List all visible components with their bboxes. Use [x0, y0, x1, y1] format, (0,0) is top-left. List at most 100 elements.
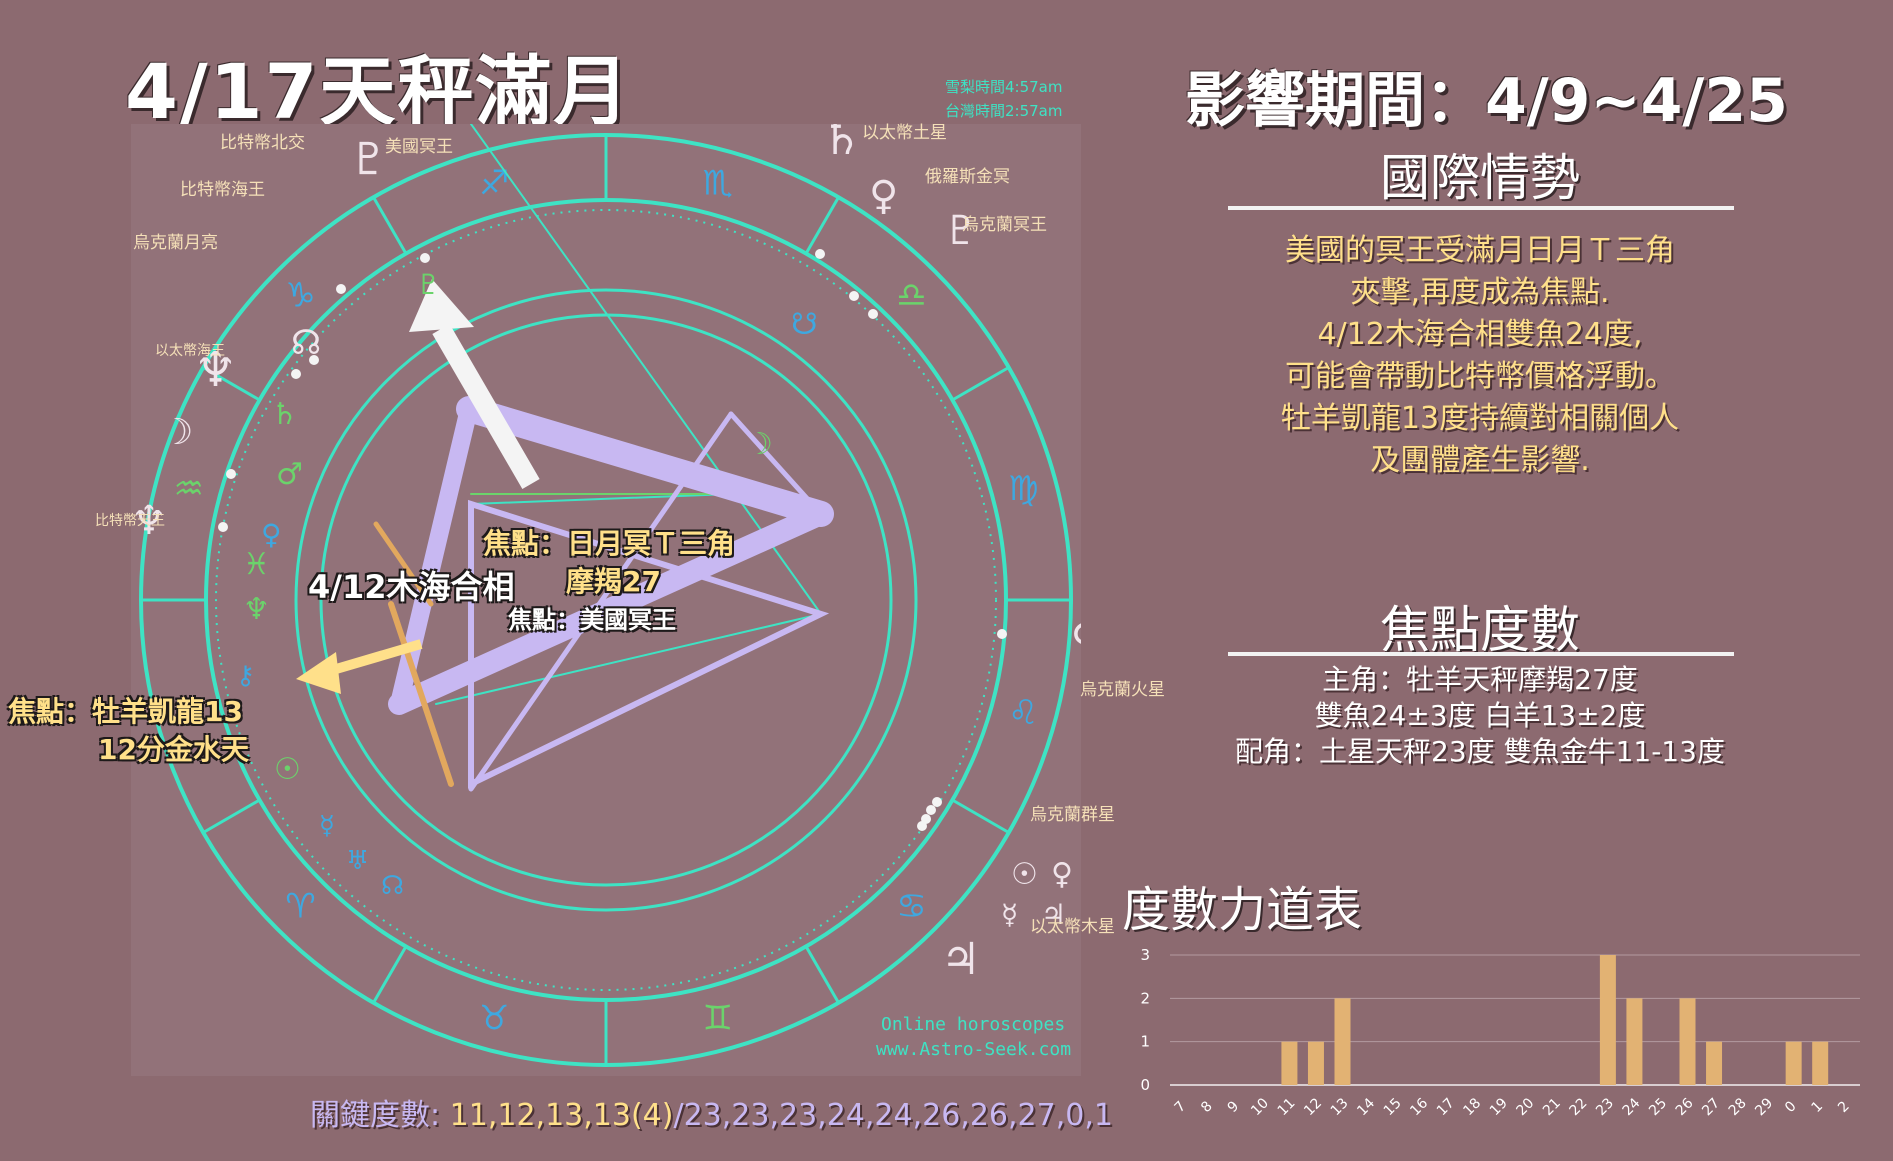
label-ukr-group: 烏克蘭群星 — [1030, 805, 1115, 825]
key-degrees-gold: 11,12,13,13(4) — [449, 1098, 674, 1133]
focus-text: 主角：牡羊天秤摩羯27度 雙魚24±3度 白羊13±2度 配角：土星天秤23度 … — [1200, 662, 1760, 770]
planet-markers — [218, 249, 1007, 831]
key-degrees-rest: /23,23,23,24,24,26,26,27,0,1 — [673, 1098, 1113, 1133]
chiron-glyph-icon: ⚷ — [236, 661, 255, 691]
sign-dividers — [141, 135, 1071, 1065]
bar-0 — [1785, 1041, 1802, 1085]
key-degrees-label: 關鍵度數: — [310, 1098, 450, 1133]
x-tick-label: 25 — [1646, 1095, 1670, 1119]
bar-11 — [1281, 1041, 1298, 1085]
x-tick-label: 24 — [1620, 1095, 1644, 1119]
callout-jupiter-neptune: 4/12木海合相 — [308, 568, 515, 606]
tsquare-triangle — [468, 499, 830, 789]
sign-divider — [372, 196, 408, 255]
intl-line: 牡羊凱龍13度持續對相關個人 — [1280, 401, 1680, 436]
callout-capricorn-27: 摩羯27 — [566, 565, 661, 598]
zodiac-sign-icon: ♒ — [173, 469, 203, 509]
us-pluto-glyph-icon: ♇ — [349, 134, 388, 185]
x-tick-label: 10 — [1248, 1095, 1272, 1119]
x-tick-label: 1 — [1809, 1098, 1827, 1116]
planet-glyphs: ♇ ☽ ♄ ♂ ♀ ♓ ♆ ⚷ ☉ ☿ ♅ ☊ ☋ ☊ ♆ ☽ ♆ ♅ ♇ ♄ … — [131, 124, 1081, 985]
x-tick-label: 15 — [1381, 1095, 1405, 1119]
label-btc-node: 比特幣北交 — [220, 133, 305, 153]
ukr-moon-glyph-icon: ☽ — [161, 412, 193, 453]
x-tick-label: 16 — [1407, 1095, 1431, 1119]
bar-23 — [1599, 955, 1616, 1085]
bar-27 — [1706, 1041, 1723, 1085]
zodiac-sign-icon: ♍ — [1008, 469, 1038, 509]
focus-heading: 焦點度數 — [1380, 601, 1580, 659]
eth-saturn-glyph-icon: ♄ — [821, 124, 862, 165]
x-tick-label: 22 — [1567, 1095, 1591, 1119]
eth-jupiter-glyph-icon: ♃ — [941, 934, 980, 985]
focus-line: 主角：牡羊天秤摩羯27度 — [1322, 663, 1638, 696]
sign-divider — [804, 196, 840, 255]
aspect-ring — [319, 313, 893, 887]
zodiac-sign-icon: ♓ — [173, 693, 203, 733]
x-tick-label: 8 — [1198, 1098, 1216, 1116]
label-btc-uranus: 比特幣天王 — [95, 513, 165, 529]
focus-divider — [1228, 652, 1734, 656]
x-tick-label: 2 — [1835, 1098, 1853, 1116]
neptune-glyph-icon: ♆ — [243, 592, 270, 627]
venus-glyph-icon: ♀ — [261, 518, 282, 551]
y-tick-label: 2 — [1140, 989, 1150, 1007]
x-tick-label: 17 — [1434, 1095, 1458, 1119]
x-tick-label: 11 — [1275, 1095, 1299, 1119]
ukr-mercury-glyph-icon: ☿ — [1001, 898, 1018, 931]
intl-divider — [1228, 206, 1734, 210]
x-tick-label: 19 — [1487, 1095, 1511, 1119]
sign-divider — [202, 366, 261, 402]
bar-1 — [1812, 1041, 1829, 1085]
uranus-glyph-icon: ♅ — [346, 846, 369, 876]
zodiac-sign-icon: ♌ — [1008, 693, 1038, 733]
callout-venus-mercury-uranus: 12分金水天 — [98, 733, 249, 766]
key-degrees: 關鍵度數: 11,12,13,13(4)/23,23,23,24,24,26,2… — [310, 1090, 1113, 1134]
x-tick-label: 13 — [1328, 1095, 1352, 1119]
aspect-lines — [373, 124, 834, 792]
x-tick-label: 9 — [1225, 1098, 1243, 1116]
horoscope-wheel: ♓♈♉♊♋♌♍♎♏♐♑♒ ♇ ☽ — [131, 124, 1081, 1067]
x-tick-label: 23 — [1593, 1095, 1617, 1119]
label-ukr-moon: 烏克蘭月亮 — [133, 233, 218, 253]
sun-moon-opposition — [388, 503, 832, 715]
intl-text: 美國的冥王受滿月日月Ｔ三角 夾擊,再度成為焦點. 4/12木海合相雙魚24度, … — [1200, 230, 1760, 482]
bar-12 — [1307, 1041, 1324, 1085]
pisces-sign-icon: ♓ — [243, 547, 270, 582]
influence-period: 影響期間：4/9~4/25 — [1185, 66, 1788, 136]
arrow-to-pluto — [409, 279, 540, 490]
bar-13 — [1334, 998, 1351, 1085]
zodiac-sign-icon: ♎ — [896, 276, 926, 316]
mercury-glyph-icon: ☿ — [319, 811, 335, 841]
ukr-sun-glyph-icon: ☉ — [1011, 857, 1038, 892]
sign-divider — [202, 798, 261, 834]
callout-tsquare: 焦點：日月冥Ｔ三角 — [483, 527, 736, 560]
callout-chiron: 焦點：牡羊凱龍13 — [8, 695, 243, 728]
intl-line: 夾擊,再度成為焦點. — [1350, 275, 1610, 310]
zodiac-sign-icon: ♑ — [285, 276, 315, 316]
degree-tick-ring — [215, 209, 997, 991]
x-tick-label: 26 — [1673, 1095, 1697, 1119]
label-ru-pluto-venus: 俄羅斯金冥 — [925, 167, 1010, 187]
taiwan-time: 台灣時間2:57am — [945, 102, 1063, 120]
zodiac-sign-icon: ♈ — [285, 886, 315, 926]
y-tick-label: 0 — [1140, 1076, 1150, 1094]
sign-divider — [804, 945, 840, 1004]
ukr-pluto-glyph-icon: ♇ — [943, 208, 979, 254]
watermark-line-2: www.Astro-Seek.com — [876, 1039, 1072, 1060]
mars-glyph-icon: ♂ — [276, 457, 303, 492]
sun-glyph-icon: ☉ — [274, 752, 301, 787]
page-title: 4/17天秤滿月 — [125, 47, 632, 136]
callout-us-pluto: 焦點：美國冥王 — [508, 606, 676, 634]
btc-neptune-glyph-icon: ♆ — [194, 342, 237, 398]
label-us-pluto: 美國冥王 — [385, 137, 453, 157]
planet-ring — [294, 288, 918, 912]
intl-heading: 國際情勢 — [1380, 149, 1580, 207]
sign-divider — [951, 798, 1010, 834]
label-eth-saturn: 以太幣土星 — [862, 123, 947, 143]
intl-line: 可能會帶動比特幣價格浮動。 — [1285, 359, 1675, 394]
ukr-jupiter-glyph-icon: ♃ — [1041, 898, 1066, 931]
ru-venus-glyph-icon: ♀ — [869, 173, 898, 219]
sign-divider — [372, 945, 408, 1004]
zodiac-sign-icon: ♊ — [703, 998, 733, 1038]
